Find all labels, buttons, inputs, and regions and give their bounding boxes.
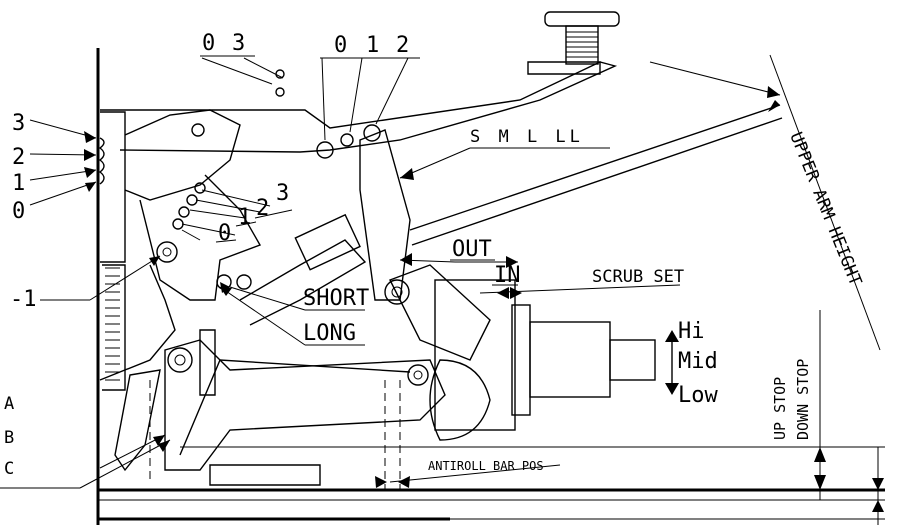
label-antiroll-bar-pos: ANTIROLL BAR POS: [428, 459, 544, 473]
label-inner-3: 3: [276, 181, 289, 206]
label-side-2: 2: [12, 145, 25, 170]
label-down-stop: DOWN STOP: [794, 359, 812, 440]
label-side-3: 3: [12, 111, 25, 136]
label-inner-2: 2: [256, 196, 269, 221]
label-short: SHORT: [303, 286, 369, 311]
adjuster-screw: [527, 11, 620, 75]
label-hole-0-top: 0: [202, 31, 215, 56]
label-hole-1: 1: [366, 33, 379, 58]
label-side-0: 0: [12, 199, 25, 224]
upper-arm: [409, 61, 783, 246]
label-long: LONG: [303, 321, 356, 346]
label-c: C: [4, 459, 14, 479]
label-hole-3-top: 3: [232, 31, 245, 56]
leader-lines: [0, 54, 881, 525]
label-neg-1: -1: [10, 287, 37, 312]
label-hole-0: 0: [334, 33, 347, 58]
label-out: OUT: [452, 237, 492, 262]
label-scrub-set: SCRUB SET: [592, 267, 684, 287]
shock-absorber: [239, 129, 491, 361]
label-upper-arm-height: UPPER ARM HEIGHT: [785, 129, 865, 288]
label-b: B: [4, 428, 14, 448]
label-inner-0: 0: [218, 221, 231, 246]
label-low: Low: [678, 383, 718, 408]
hub-assembly: [429, 279, 656, 441]
label-hi: Hi: [678, 319, 705, 344]
label-up-stop: UP STOP: [771, 377, 789, 440]
label-in: IN: [494, 263, 521, 288]
arrows: [84, 86, 884, 512]
label-mid: Mid: [678, 349, 718, 374]
label-hole-2: 2: [396, 33, 409, 58]
lower-arm: [114, 329, 446, 490]
label-side-1: 1: [12, 171, 25, 196]
chassis-frame: [96, 48, 885, 525]
label-inner-1: 1: [238, 205, 251, 230]
label-shock-sizes: S M L LL: [470, 127, 584, 147]
shock-tower: [98, 69, 381, 301]
label-a: A: [4, 394, 14, 414]
